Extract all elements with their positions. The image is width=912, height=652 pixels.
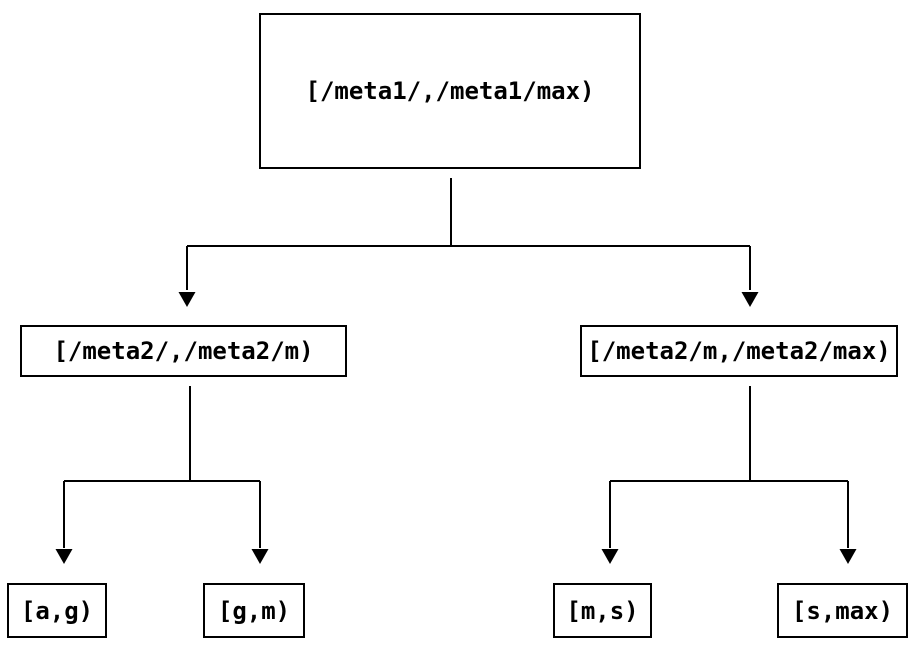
- arrowhead-root-to-mid-left: [178, 292, 196, 307]
- node-leaf-ms-label: [m,s): [566, 596, 639, 625]
- node-leaf-ag-label: [a,g): [20, 596, 94, 625]
- node-leaf-gm: [g,m): [203, 583, 305, 638]
- edge-mid-right-to-children-line: [609, 386, 849, 548]
- node-mid-right-label: [/meta2/m,/meta2/max): [587, 337, 891, 365]
- node-mid-left-label: [/meta2/,/meta2/m): [53, 337, 314, 365]
- node-leaf-gm-label: [g,m): [217, 596, 291, 625]
- node-root: [/meta1/,/meta1/max): [259, 13, 641, 169]
- node-leaf-smax-label: [s,max): [791, 596, 894, 625]
- arrowhead-mid-left-to-leaf-ag: [55, 549, 73, 564]
- edge-root-to-children-line: [186, 178, 751, 290]
- node-mid-right: [/meta2/m,/meta2/max): [580, 325, 898, 377]
- node-leaf-smax: [s,max): [777, 583, 908, 638]
- arrowhead-root-to-mid-right: [741, 292, 759, 307]
- node-leaf-ms: [m,s): [553, 583, 652, 638]
- node-leaf-ag: [a,g): [7, 583, 107, 638]
- arrowhead-mid-right-to-leaf-smax: [839, 549, 857, 564]
- arrowhead-mid-left-to-leaf-gm: [251, 549, 269, 564]
- edge-mid-left-to-children-line: [63, 386, 261, 548]
- node-mid-left: [/meta2/,/meta2/m): [20, 325, 347, 377]
- arrowhead-mid-right-to-leaf-ms: [601, 549, 619, 564]
- node-root-label: [/meta1/,/meta1/max): [305, 77, 595, 105]
